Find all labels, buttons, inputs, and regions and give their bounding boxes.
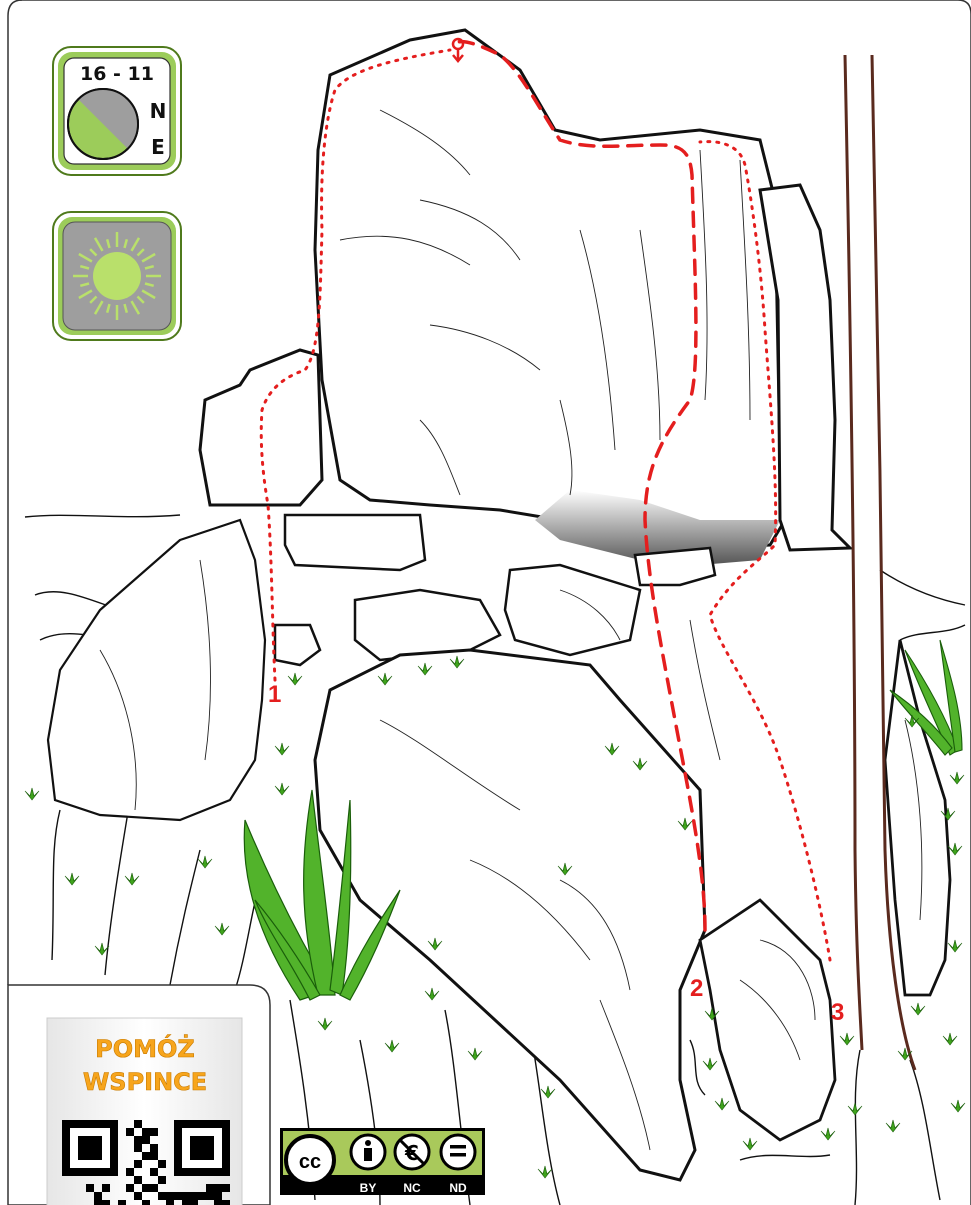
main-boulder: [315, 30, 785, 548]
license-label-nd: ND: [449, 1181, 467, 1195]
front-boulder: [315, 650, 705, 1180]
route-number-3: 3: [831, 999, 844, 1026]
cc-license-badge[interactable]: cc € BY NC ND: [280, 1128, 485, 1195]
orientation-hours: 16 - 11: [80, 63, 154, 85]
qr-title-line2: WSPINCE: [83, 1068, 207, 1096]
license-label-by: BY: [360, 1181, 377, 1195]
orientation-badge: 16 - 11 N E: [53, 47, 181, 175]
noncommercial-icon: €: [395, 1135, 429, 1169]
route-number-1: 1: [268, 681, 281, 708]
license-label-nc: NC: [403, 1181, 421, 1195]
direction-n: N: [150, 99, 167, 123]
noderivatives-icon: [441, 1135, 475, 1169]
qr-title-line1: POMÓŻ: [95, 1033, 195, 1063]
route-number-2: 2: [690, 975, 703, 1002]
left-big-boulder: [48, 520, 265, 820]
page-frame-left: [8, 0, 22, 985]
direction-e: E: [151, 135, 165, 159]
compass-clock-icon: [68, 89, 138, 159]
qr-panel: POMÓŻ WSPINCE: [8, 985, 270, 1205]
attribution-icon: [351, 1135, 385, 1169]
cc-logo: cc: [299, 1151, 321, 1173]
exposure-badge: [53, 212, 181, 340]
